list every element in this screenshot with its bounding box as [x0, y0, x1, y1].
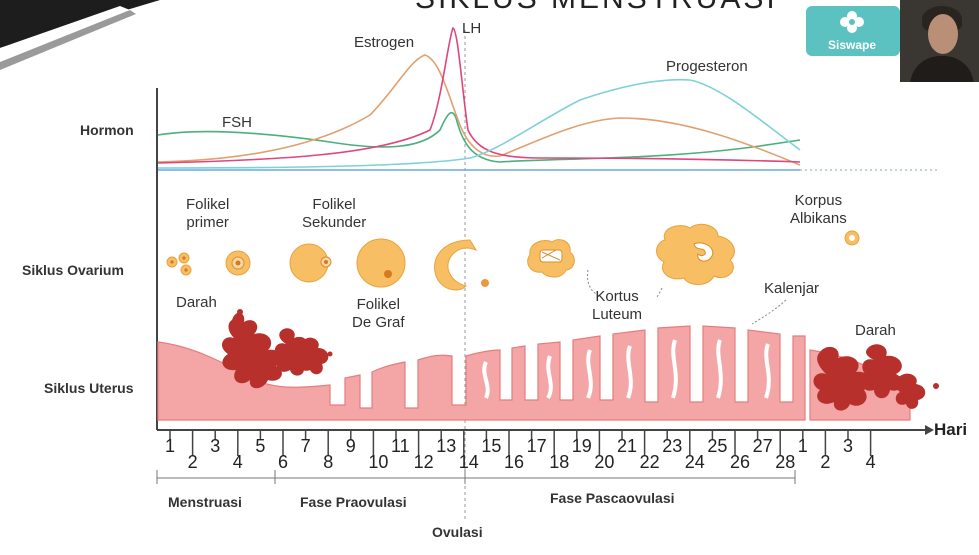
secondary-follicle [290, 244, 331, 282]
tick-label-lower: 10 [368, 452, 388, 473]
tick-label-lower: 16 [504, 452, 524, 473]
axis-unit-label: Hari [934, 420, 967, 440]
tick-label-upper: 19 [572, 436, 592, 457]
tick-label-upper: 11 [391, 436, 410, 457]
tick-label-lower: 6 [278, 452, 288, 473]
tick-label-upper: 17 [527, 436, 547, 457]
darah-right-label: Darah [855, 322, 896, 339]
korpus-albikans-label: Korpus Albikans [790, 192, 847, 228]
tick-label-lower: 14 [459, 452, 479, 473]
progesteron-label: Progesteron [666, 58, 748, 75]
folikel-primer-label: Folikel primer [186, 196, 229, 232]
kalenjar-label: Kalenjar [764, 280, 819, 297]
tick-label-upper: 23 [662, 436, 682, 457]
estrogen-label: Estrogen [354, 34, 414, 51]
tick-label-lower: 8 [323, 452, 333, 473]
tick-label-lower: 26 [730, 452, 750, 473]
ruptured-follicle [435, 240, 489, 290]
primary-follicles-small [167, 253, 191, 275]
menstrual-blood-left [222, 309, 333, 388]
tick-label-upper: 3 [210, 436, 220, 457]
tick-label-lower: 22 [640, 452, 660, 473]
phase-praovulasi: Fase Praovulasi [300, 494, 407, 510]
tick-label-lower: 18 [549, 452, 569, 473]
folikel-sekunder-label: Folikel Sekunder [302, 196, 366, 232]
row-label-hormon: Hormon [80, 122, 134, 138]
phase-pascaovulasi: Fase Pascaovulasi [550, 490, 675, 506]
tick-label-lower: 24 [685, 452, 705, 473]
tick-label-upper: 7 [301, 436, 311, 457]
fsh-label: FSH [222, 114, 252, 131]
tick-label-lower: 4 [866, 452, 876, 473]
tick-label-upper: 1 [165, 436, 175, 457]
tick-label-upper: 13 [436, 436, 456, 457]
korpus-luteum-label: Kortus Luteum [592, 288, 642, 324]
tick-label-lower: 4 [233, 452, 243, 473]
lh-curve [158, 28, 800, 163]
tick-label-upper: 9 [346, 436, 356, 457]
tick-label-upper: 3 [843, 436, 853, 457]
tick-label-upper: 1 [798, 436, 808, 457]
tick-label-lower: 28 [775, 452, 795, 473]
row-label-ovarium: Siklus Ovarium [22, 262, 124, 278]
graafian-follicle [357, 239, 405, 287]
tick-label-upper: 21 [617, 436, 637, 457]
ovary-cycle-row [167, 224, 859, 324]
kalenjar-connector [752, 300, 786, 324]
tick-label-lower: 2 [188, 452, 198, 473]
phase-menstruasi: Menstruasi [168, 494, 242, 510]
tick-label-lower: 12 [414, 452, 434, 473]
folikel-de-graf-label: Folikel De Graf [352, 296, 405, 332]
phase-ovulasi: Ovulasi [432, 524, 483, 540]
primary-follicle [226, 251, 250, 275]
tick-label-upper: 27 [753, 436, 773, 457]
tick-label-upper: 5 [255, 436, 265, 457]
row-label-uterus: Siklus Uterus [44, 380, 133, 396]
corpus-luteum-connector-2 [656, 288, 662, 298]
tick-label-upper: 15 [481, 436, 501, 457]
lh-label: LH [462, 20, 481, 37]
tick-label-lower: 20 [594, 452, 614, 473]
corpus-albicans [845, 231, 859, 245]
progesteron-curve [158, 80, 800, 168]
tick-label-upper: 25 [707, 436, 727, 457]
corpus-luteum-mature [657, 224, 735, 284]
corpus-luteum-early [528, 240, 575, 277]
tick-label-lower: 2 [820, 452, 830, 473]
darah-left-label: Darah [176, 294, 217, 311]
